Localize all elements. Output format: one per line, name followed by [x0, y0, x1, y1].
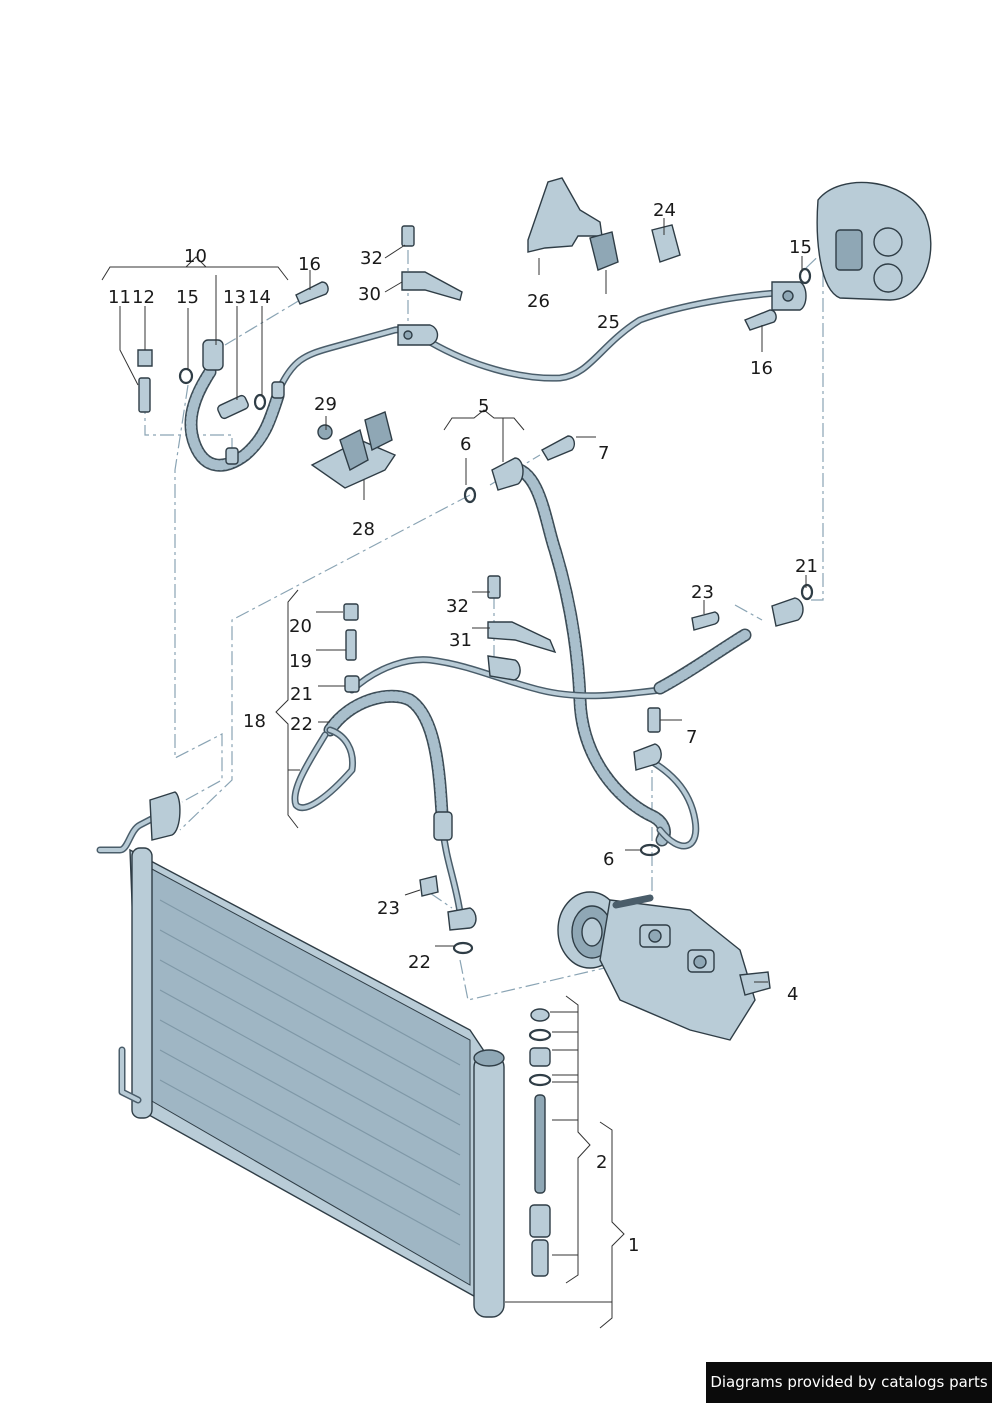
service-valve — [138, 377, 151, 413]
leader-lines — [101, 218, 807, 1329]
callout-28: 28 — [352, 519, 375, 540]
clip-holder — [651, 224, 681, 263]
pipe-end-flange — [771, 597, 804, 627]
callout-22: 22 — [290, 714, 313, 735]
callout-11: 11 — [108, 287, 131, 308]
callout-24: 24 — [653, 200, 676, 221]
callout-19: 19 — [289, 651, 312, 672]
callout-5: 5 — [478, 396, 489, 417]
callout-labels: 10 11 12 15 13 14 16 32 30 26 25 24 15 1… — [108, 200, 818, 1256]
service-valve — [345, 629, 357, 661]
callout-15b: 15 — [789, 237, 812, 258]
bolt — [744, 309, 777, 331]
dryer-cartridge-parts — [528, 1008, 552, 1277]
callout-22b: 22 — [408, 952, 431, 973]
bolt — [295, 281, 329, 305]
pipe-bracket — [397, 324, 439, 346]
callout-14: 14 — [248, 287, 271, 308]
pipe-flange-fitting — [202, 339, 224, 371]
callout-4: 4 — [787, 984, 798, 1005]
callout-6b: 6 — [603, 849, 614, 870]
suction-hose-assembly — [491, 457, 700, 850]
pressure-sensor — [217, 394, 249, 420]
footer-credit: Diagrams provided by catalogs parts — [706, 1362, 992, 1403]
callout-21: 21 — [290, 684, 313, 705]
bolt — [419, 875, 439, 897]
clip — [589, 231, 619, 271]
clamp-bracket — [401, 271, 463, 301]
pipe-flange — [447, 907, 477, 931]
callout-20: 20 — [289, 616, 312, 637]
upper-left-small-parts — [137, 281, 329, 420]
nut — [317, 424, 333, 440]
callout-1: 1 — [628, 1235, 639, 1256]
clamp-bracket — [487, 621, 557, 654]
callout-6: 6 — [460, 434, 471, 455]
callout-7: 7 — [598, 443, 609, 464]
callout-32: 32 — [360, 248, 383, 269]
upper-pipe-assembly — [184, 281, 807, 472]
pressure-pipe-assembly — [291, 597, 804, 931]
bracket-30-group — [401, 225, 463, 301]
callout-31: 31 — [449, 630, 472, 651]
bolt — [541, 435, 576, 461]
holder-plate-group — [310, 411, 397, 489]
seal-ring — [253, 393, 267, 411]
firewall-connection — [816, 181, 932, 301]
callout-15: 15 — [176, 287, 199, 308]
callout-2: 2 — [596, 1152, 607, 1173]
callout-23b: 23 — [377, 898, 400, 919]
callout-30: 30 — [358, 284, 381, 305]
desiccant-cartridge — [534, 1094, 546, 1194]
callout-32b: 32 — [446, 596, 469, 617]
callout-12: 12 — [132, 287, 155, 308]
callout-21b: 21 — [795, 556, 818, 577]
hose-flange — [491, 457, 524, 491]
valve-cap — [343, 603, 359, 621]
bolt — [691, 611, 720, 631]
callout-18: 18 — [243, 711, 266, 732]
pipe-bracket — [487, 655, 521, 681]
callout-25: 25 — [597, 312, 620, 333]
condenser — [96, 791, 505, 1318]
ac-compressor — [557, 891, 771, 1041]
dryer-tank — [473, 1054, 505, 1318]
callout-7b: 7 — [686, 727, 697, 748]
bracket-clips-group — [527, 177, 681, 271]
callout-23: 23 — [691, 582, 714, 603]
o-ring — [178, 367, 194, 385]
callout-16b: 16 — [750, 358, 773, 379]
callout-16: 16 — [298, 254, 321, 275]
callout-13: 13 — [223, 287, 246, 308]
callout-29: 29 — [314, 394, 337, 415]
callout-26: 26 — [527, 291, 550, 312]
valve-cap — [137, 349, 153, 367]
callout-10: 10 — [184, 246, 207, 267]
condenser-side-tank — [131, 847, 153, 1119]
